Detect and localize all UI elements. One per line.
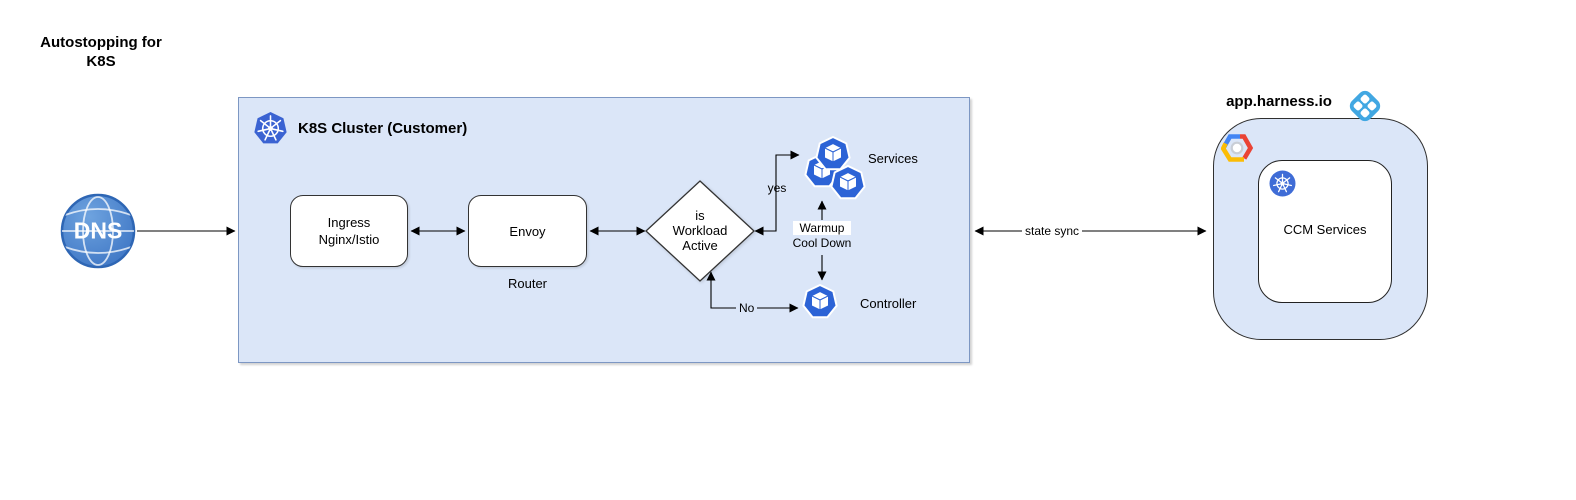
- ingress-label-line1: Ingress: [327, 215, 371, 230]
- warmup-label-line2: Cool Down: [792, 236, 852, 250]
- page-title-line1: Autostopping for: [40, 34, 162, 51]
- cluster-title: K8S Cluster (Customer): [298, 120, 468, 137]
- warmup-cooldown-label: Warmup Cool Down: [762, 221, 882, 251]
- ingress-node: Ingress Nginx/Istio: [290, 195, 408, 267]
- state-sync-label: state sync: [1022, 224, 1083, 238]
- kubernetes-icon: [254, 111, 287, 144]
- decision-line1: is: [695, 208, 705, 223]
- cluster-header: K8S Cluster (Customer): [253, 111, 467, 146]
- warmup-label-line1: Warmup: [792, 221, 852, 235]
- dns-label: DNS: [74, 218, 123, 244]
- envoy-node: Envoy: [468, 195, 587, 267]
- envoy-label: Envoy: [509, 223, 546, 239]
- k8s-pod-icon: [802, 284, 838, 319]
- page-title-line2: K8S: [86, 53, 116, 70]
- router-caption: Router: [507, 276, 548, 291]
- page-title: Autostopping for K8S: [18, 33, 184, 71]
- harness-logo-icon: [1349, 90, 1381, 122]
- k8s-pod-group-icon: [804, 135, 866, 200]
- ccm-services-box: [1258, 160, 1392, 303]
- yes-edge-label: yes: [767, 181, 787, 195]
- google-cloud-icon: [1221, 134, 1253, 162]
- ingress-label-line2: Nginx/Istio: [318, 232, 380, 247]
- controller-label: Controller: [860, 296, 917, 311]
- no-edge-label: No: [736, 301, 758, 315]
- services-label: Services: [868, 151, 918, 166]
- dns-node: DNS: [60, 193, 136, 269]
- ccm-services-label: CCM Services: [1283, 222, 1367, 237]
- harness-domain-label: app.harness.io: [1226, 93, 1332, 110]
- decision-label: is Workload Active: [656, 208, 744, 253]
- decision-line3: Active: [682, 238, 718, 253]
- decision-diamond: [645, 180, 755, 282]
- kubernetes-circle-icon: [1269, 170, 1296, 197]
- decision-line2: Workload: [672, 223, 728, 238]
